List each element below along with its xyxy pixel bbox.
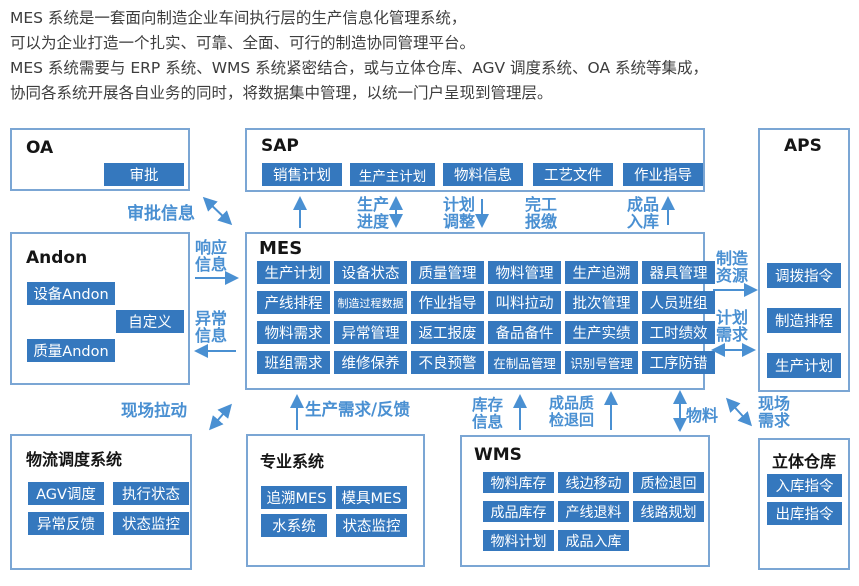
logistics-box: 物流调度系统 AGV调度 执行状态 异常反馈 状态监控 xyxy=(10,434,192,570)
mes-chip: 叫料拉动 xyxy=(488,291,561,314)
warehouse-title: 立体仓库 xyxy=(772,452,837,471)
aps-chip: 生产计划 xyxy=(767,353,841,378)
special-chip: 模具MES xyxy=(336,486,407,509)
sap-chip: 物料信息 xyxy=(443,163,523,186)
flow-label-site-pull: 现场拉动 xyxy=(121,401,187,420)
sap-chip: 销售计划 xyxy=(262,163,342,186)
flow-label-manufacturing-resources: 制造资源 xyxy=(716,249,749,285)
mes-chip: 物料管理 xyxy=(488,261,561,284)
oa-box: OA 审批 xyxy=(10,128,190,191)
mes-chip: 设备状态 xyxy=(334,261,407,284)
arrow-approval-info xyxy=(202,196,233,226)
intro-text: MES 系统是一套面向制造企业车间执行层的生产信息化管理系统， 可以为企业打造一… xyxy=(10,6,840,106)
mes-chip: 批次管理 xyxy=(565,291,638,314)
mes-chip: 生产计划 xyxy=(257,261,330,284)
mes-chip: 生产追溯 xyxy=(565,261,638,284)
sap-chip: 生产主计划 xyxy=(350,163,435,186)
mes-chip: 异常管理 xyxy=(334,321,407,344)
andon-title: Andon xyxy=(26,248,88,268)
mes-chip: 人员班组 xyxy=(642,291,715,314)
mes-chip: 备品备件 xyxy=(488,321,561,344)
flow-label-exception-info: 异常信息 xyxy=(195,309,228,345)
mes-chip: 不良预警 xyxy=(411,351,484,374)
special-chip: 状态监控 xyxy=(336,514,407,537)
flow-label-inventory-info: 库存信息 xyxy=(472,396,504,431)
intro-line: 协同各系统开展各自业务的同时，将数据集中管理，以统一门户呈现到管理层。 xyxy=(10,84,553,102)
logistics-title: 物流调度系统 xyxy=(26,450,123,469)
mes-chip: 维修保养 xyxy=(334,351,407,374)
flow-label-site-demand: 现场需求 xyxy=(758,394,791,430)
flow-label-production-demand-feedback: 生产需求/反馈 xyxy=(305,400,411,419)
flow-label-completion-report: 完工报缴 xyxy=(525,195,558,231)
special-chip: 追溯MES xyxy=(261,486,332,509)
logistics-chip: 执行状态 xyxy=(113,482,189,505)
wms-chip: 质检退回 xyxy=(633,472,704,493)
mes-chip: 作业指导 xyxy=(411,291,484,314)
wms-chip: 物料计划 xyxy=(483,530,554,551)
mes-title: MES xyxy=(259,238,303,259)
sap-chip: 工艺文件 xyxy=(533,163,613,186)
flow-label-production-progress: 生产进度 xyxy=(357,195,390,231)
arrow-site-pull xyxy=(209,403,232,431)
special-systems-box: 专业系统 追溯MES 模具MES 水系统 状态监控 xyxy=(246,434,425,567)
mes-chip: 在制品管理 xyxy=(488,351,561,374)
wms-chip: 产线退料 xyxy=(558,501,629,522)
oa-title: OA xyxy=(26,138,54,158)
sap-chip: 作业指导 xyxy=(623,163,703,186)
wms-chip: 成品入库 xyxy=(558,530,629,551)
sap-box: SAP 销售计划 生产主计划 物料信息 工艺文件 作业指导 xyxy=(245,128,705,192)
logistics-chip: 状态监控 xyxy=(113,512,189,535)
flow-label-finished-goods-in: 成品入库 xyxy=(627,195,660,231)
mes-chip: 质量管理 xyxy=(411,261,484,284)
sap-title: SAP xyxy=(261,136,299,156)
mes-chip: 生产实绩 xyxy=(565,321,638,344)
aps-title: APS xyxy=(784,136,822,156)
flow-label-plan-adjustment: 计划调整 xyxy=(443,195,476,231)
warehouse-chip: 出库指令 xyxy=(767,502,842,525)
mes-chip: 物料需求 xyxy=(257,321,330,344)
logistics-chip: AGV调度 xyxy=(28,482,104,505)
arrow-site-demand xyxy=(725,397,753,427)
mes-chip: 产线排程 xyxy=(257,291,330,314)
flow-label-response-info: 响应信息 xyxy=(195,238,228,274)
special-chip: 水系统 xyxy=(261,514,327,537)
wms-title: WMS xyxy=(474,445,522,465)
andon-chip: 质量Andon xyxy=(27,339,115,362)
aps-chip: 制造排程 xyxy=(767,308,841,333)
mes-chip: 工时绩效 xyxy=(642,321,715,344)
wms-chip: 线边移动 xyxy=(558,472,629,493)
aps-box: APS 调拨指令 制造排程 生产计划 xyxy=(758,128,850,392)
mes-chip: 制造过程数据 xyxy=(334,291,407,314)
andon-chip: 自定义 xyxy=(116,310,184,333)
wms-chip: 物料库存 xyxy=(483,472,554,493)
intro-line: MES 系统需要与 ERP 系统、WMS 系统紧密结合，或与立体仓库、AGV 调… xyxy=(10,59,708,77)
mes-chip: 返工报废 xyxy=(411,321,484,344)
flow-label-approval-info: 审批信息 xyxy=(127,204,195,224)
mes-chip: 工序防错 xyxy=(642,351,715,374)
wms-module-grid: 物料库存 线边移动 质检退回 成品库存 产线退料 线路规划 物料计划 成品入库 xyxy=(483,472,704,551)
mes-chip: 班组需求 xyxy=(257,351,330,374)
intro-line: 可以为企业打造一个扎实、可靠、全面、可行的制造协同管理平台。 xyxy=(10,34,476,52)
logistics-chip: 异常反馈 xyxy=(28,512,104,535)
mes-chip: 器具管理 xyxy=(642,261,715,284)
flow-label-finished-quality-return: 成品质检退回 xyxy=(549,394,595,429)
warehouse-box: 立体仓库 入库指令 出库指令 xyxy=(758,438,850,570)
wms-chip: 成品库存 xyxy=(483,501,554,522)
aps-chip: 调拨指令 xyxy=(767,263,841,288)
flow-label-plan-demand: 计划需求 xyxy=(716,308,749,344)
flow-label-material: 物料 xyxy=(686,406,719,425)
warehouse-chip: 入库指令 xyxy=(767,474,842,497)
andon-box: Andon 设备Andon 自定义 质量Andon xyxy=(10,232,190,385)
mes-module-grid: 生产计划 设备状态 质量管理 物料管理 生产追溯 器具管理 产线排程 制造过程数… xyxy=(257,261,715,374)
mes-chip: 识别号管理 xyxy=(565,351,638,374)
andon-chip: 设备Andon xyxy=(27,282,115,305)
wms-chip: 线路规划 xyxy=(633,501,704,522)
intro-line: MES 系统是一套面向制造企业车间执行层的生产信息化管理系统， xyxy=(10,9,467,27)
oa-chip-approval: 审批 xyxy=(104,163,184,186)
special-systems-title: 专业系统 xyxy=(260,452,325,471)
